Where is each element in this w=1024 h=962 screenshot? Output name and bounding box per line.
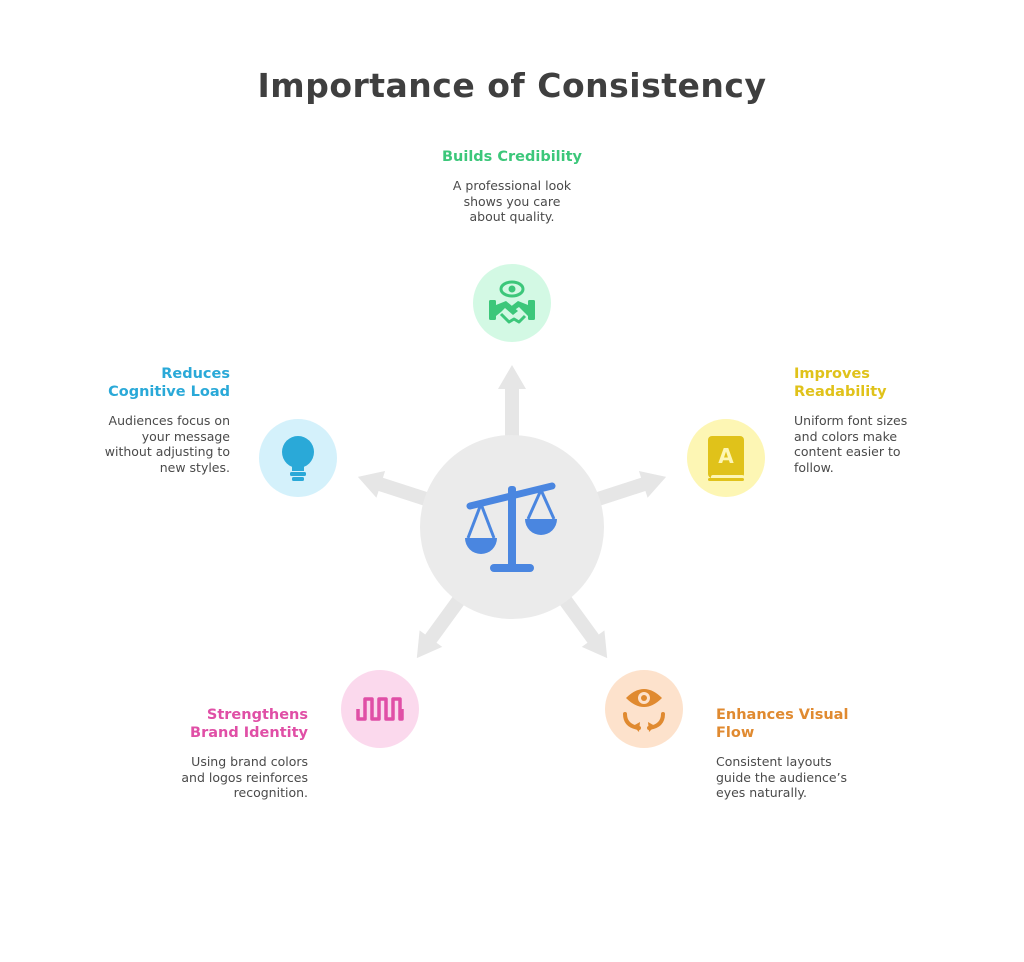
- lightbulb-icon: [282, 436, 314, 481]
- desc-line: your message: [141, 428, 230, 444]
- svg-text:A: A: [718, 444, 734, 468]
- brand-wave-icon: [356, 697, 404, 721]
- node-readability-label: Improves Readability Uniform font sizes …: [794, 365, 964, 475]
- desc-line: Audiences focus on: [108, 413, 230, 428]
- desc-line: without adjusting to: [104, 444, 230, 459]
- book-icon: A: [708, 436, 744, 481]
- desc-line: A professional look: [452, 178, 572, 193]
- node-visual-flow-label: Enhances Visual Flow Consistent layouts …: [716, 706, 906, 801]
- node-brand-identity-circle: [341, 670, 419, 748]
- node-credibility-desc: A professional look shows you care about…: [412, 178, 612, 225]
- node-readability-circle: A: [687, 419, 765, 497]
- desc-line: about quality.: [469, 209, 555, 224]
- desc-line: shows you care: [463, 193, 561, 209]
- heading-line: Readability: [794, 384, 887, 400]
- page-title: Importance of Consistency: [257, 66, 767, 105]
- node-readability-desc: Uniform font sizes and colors make conte…: [794, 413, 964, 475]
- node-cognitive-load-circle: [259, 419, 337, 497]
- desc-line: content easier to: [794, 444, 901, 459]
- heading-line: Improves: [794, 366, 870, 382]
- heading-line: Cognitive Load: [108, 384, 230, 400]
- desc-line: and colors make: [794, 428, 898, 444]
- desc-line: follow.: [794, 459, 834, 475]
- handshake-eye-icon: [489, 280, 535, 324]
- heading-line: Flow: [716, 725, 755, 741]
- node-cognitive-load-heading: Reduces Cognitive Load: [40, 365, 230, 401]
- desc-line: guide the audience’s: [716, 769, 848, 785]
- heading-line: Enhances Visual: [716, 707, 849, 723]
- node-credibility-circle: [473, 264, 551, 342]
- node-visual-flow-circle: [605, 670, 683, 748]
- heading-line: Reduces: [161, 366, 230, 382]
- node-brand-identity-desc: Using brand colors and logos reinforces …: [118, 754, 308, 801]
- balance-scale-icon: [465, 482, 557, 572]
- node-visual-flow-desc: Consistent layouts guide the audience’s …: [716, 754, 906, 801]
- heading-line: Strengthens: [206, 707, 308, 723]
- desc-line: Using brand colors: [191, 754, 308, 769]
- node-brand-identity-heading: Strengthens Brand Identity: [118, 706, 308, 742]
- desc-line: and logos reinforces: [181, 769, 308, 785]
- node-cognitive-load-label: Reduces Cognitive Load Audiences focus o…: [40, 365, 230, 475]
- desc-line: eyes naturally.: [716, 785, 808, 800]
- heading-line: Brand Identity: [190, 725, 308, 741]
- node-cognitive-load-desc: Audiences focus on your message without …: [40, 413, 230, 475]
- desc-line: recognition.: [233, 785, 308, 800]
- node-credibility-label: Builds Credibility A professional look s…: [412, 148, 612, 225]
- desc-line: Uniform font sizes: [794, 413, 908, 428]
- node-visual-flow-heading: Enhances Visual Flow: [716, 706, 906, 742]
- node-readability-heading: Improves Readability: [794, 365, 964, 401]
- node-brand-identity-label: Strengthens Brand Identity Using brand c…: [118, 706, 308, 801]
- node-credibility-heading: Builds Credibility: [441, 149, 583, 165]
- desc-line: Consistent layouts: [716, 754, 832, 769]
- desc-line: new styles.: [159, 459, 230, 475]
- eye-cycle-icon: [623, 689, 665, 732]
